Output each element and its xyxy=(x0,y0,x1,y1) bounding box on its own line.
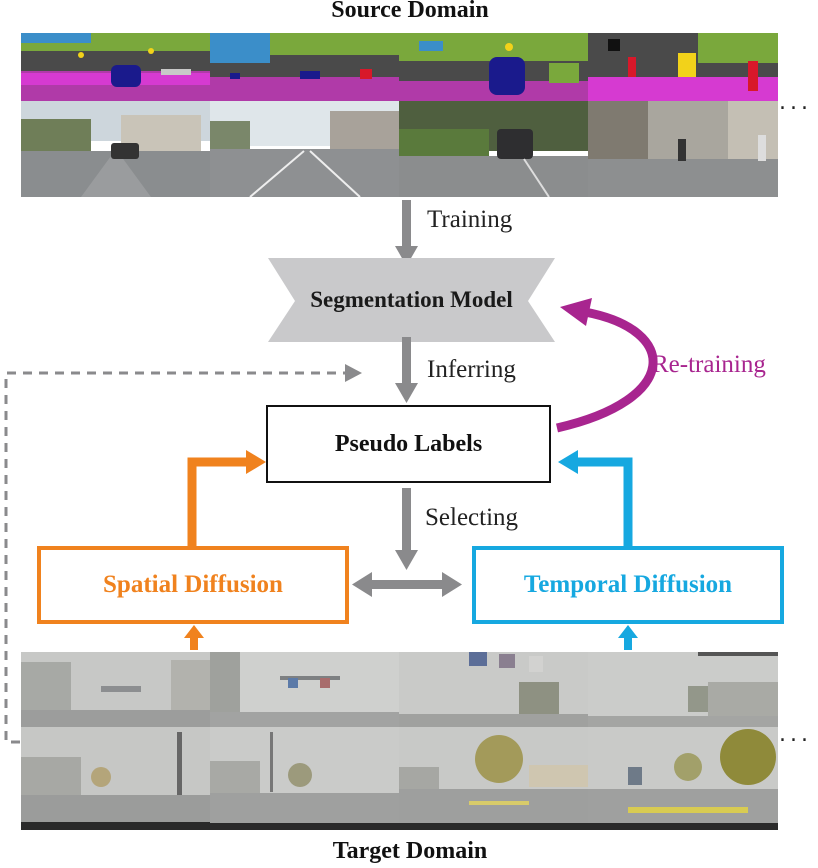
source-image-grid xyxy=(21,33,778,197)
inferring-label: Inferring xyxy=(427,356,516,383)
source-photo-2 xyxy=(210,101,399,197)
diffusion-double-arrow xyxy=(352,572,462,597)
selecting-arrow xyxy=(395,488,418,570)
temporal-diffusion-box: Temporal Diffusion xyxy=(472,546,784,624)
source-more-indicator: ... xyxy=(779,90,812,115)
target-foggy-photo-4 xyxy=(588,652,778,727)
target-foggy-photo-5 xyxy=(21,727,210,830)
target-foggy-photo-1 xyxy=(21,652,210,727)
temporal-input-arrow xyxy=(618,625,638,650)
spatial-to-pseudo-arrow xyxy=(187,450,266,546)
dashed-feedback-arrow xyxy=(4,364,362,744)
target-domain-title: Target Domain xyxy=(332,838,488,864)
target-foggy-photo-8 xyxy=(588,727,778,830)
target-foggy-photo-6 xyxy=(210,727,399,830)
segmentation-model-shape xyxy=(268,258,555,342)
source-seg-map-2 xyxy=(210,33,399,101)
target-foggy-photo-2 xyxy=(210,652,399,727)
retraining-label: Re-training xyxy=(652,351,766,378)
spatial-diffusion-box: Spatial Diffusion xyxy=(37,546,349,624)
training-label: Training xyxy=(427,206,513,233)
target-foggy-photo-3 xyxy=(399,652,588,727)
target-image-grid xyxy=(21,652,778,830)
temporal-to-pseudo-arrow xyxy=(558,450,633,546)
spatial-input-arrow xyxy=(184,625,204,650)
source-photo-3 xyxy=(399,101,588,197)
inferring-arrow xyxy=(395,337,418,403)
source-photo-4 xyxy=(588,101,778,197)
selecting-label: Selecting xyxy=(425,504,519,531)
training-arrow xyxy=(395,200,418,266)
target-more-indicator: ... xyxy=(779,722,812,747)
source-seg-map-3 xyxy=(399,33,588,101)
source-photo-1 xyxy=(21,101,210,197)
segmentation-model: Segmentation Model xyxy=(310,287,513,312)
source-seg-map-1 xyxy=(21,33,210,101)
source-domain-title: Source Domain xyxy=(331,0,489,23)
retraining-arrow xyxy=(555,298,658,433)
target-foggy-photo-7 xyxy=(399,727,588,830)
source-seg-map-4 xyxy=(588,33,778,101)
pseudo-labels-box: Pseudo Labels xyxy=(266,405,551,483)
